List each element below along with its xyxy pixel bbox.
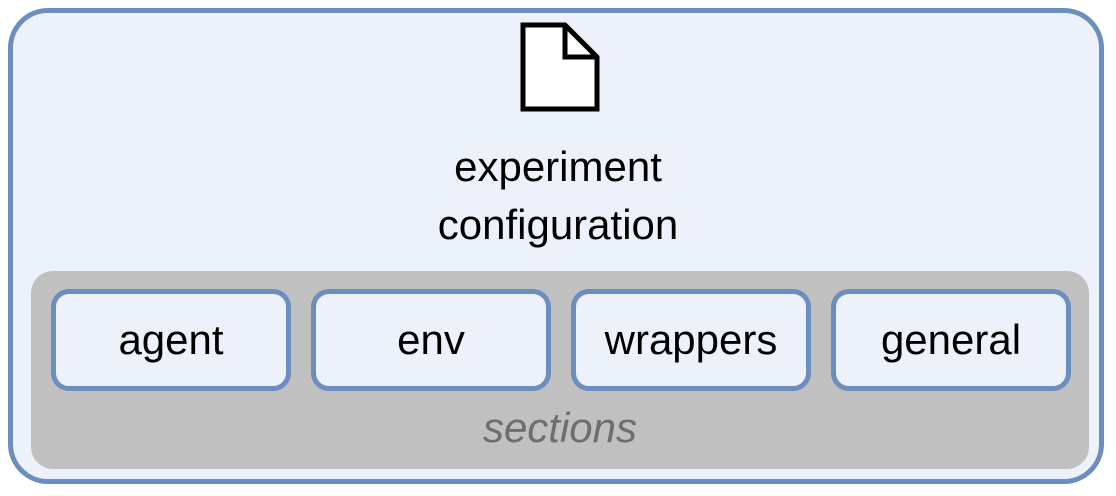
section-agent: agent [51, 289, 291, 391]
section-wrappers: wrappers [571, 289, 811, 391]
document-icon [520, 22, 600, 112]
section-general: general [831, 289, 1071, 391]
section-env: env [311, 289, 551, 391]
title-line-1: experiment [454, 143, 662, 190]
diagram-title: experiment configuration [0, 138, 1116, 254]
sections-label: sections [482, 404, 638, 451]
title-line-2: configuration [437, 201, 679, 248]
